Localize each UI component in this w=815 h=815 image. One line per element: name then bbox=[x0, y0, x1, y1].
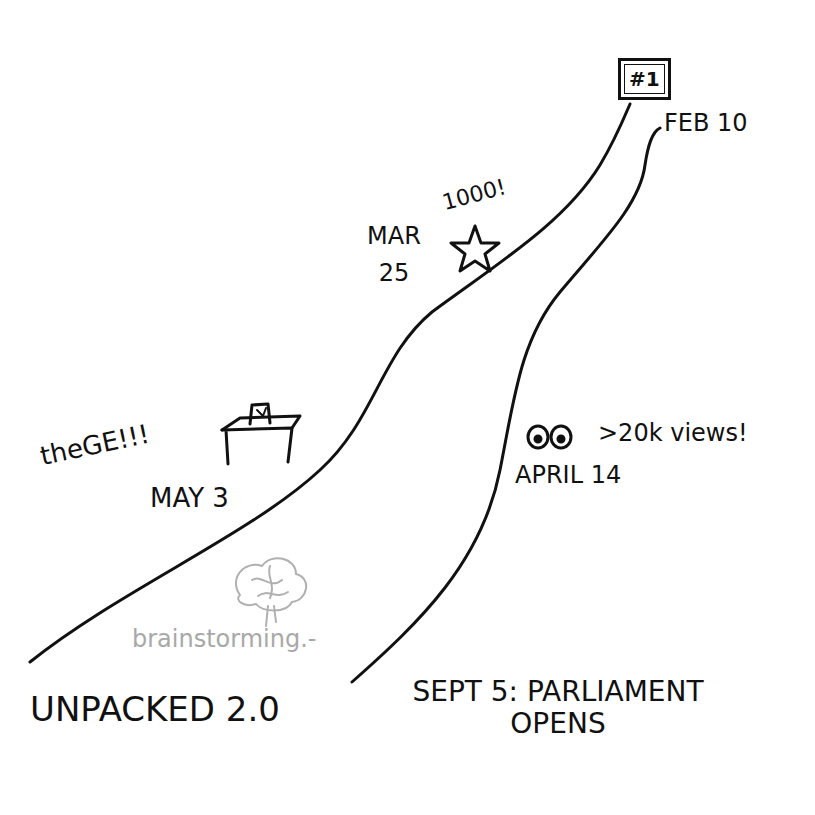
date-label: MAR 25 bbox=[352, 218, 436, 292]
milestone-flag-box: #1 bbox=[618, 58, 671, 100]
milestone-note: >20k views! bbox=[598, 420, 748, 448]
date-label: MAY 3 bbox=[150, 484, 229, 514]
date-label: FEB 10 bbox=[664, 110, 748, 138]
road-left-edge bbox=[30, 104, 630, 662]
watermark-note: brainstorming.- bbox=[132, 626, 317, 654]
date-label: APRIL 14 bbox=[515, 462, 621, 490]
node-text: #1 bbox=[629, 67, 660, 91]
start-label: UNPACKED 2.0 bbox=[30, 690, 280, 729]
event-label: SEPT 5: PARLIAMENT OPENS bbox=[372, 676, 744, 740]
ballot-box-icon bbox=[222, 404, 300, 464]
brain-icon bbox=[236, 558, 306, 626]
eyes-icon bbox=[528, 426, 571, 448]
milestone-note: 1000! bbox=[439, 174, 508, 215]
road-right-edge bbox=[352, 128, 660, 682]
event-note: theGE!!! bbox=[38, 420, 152, 472]
star-icon bbox=[451, 226, 499, 271]
